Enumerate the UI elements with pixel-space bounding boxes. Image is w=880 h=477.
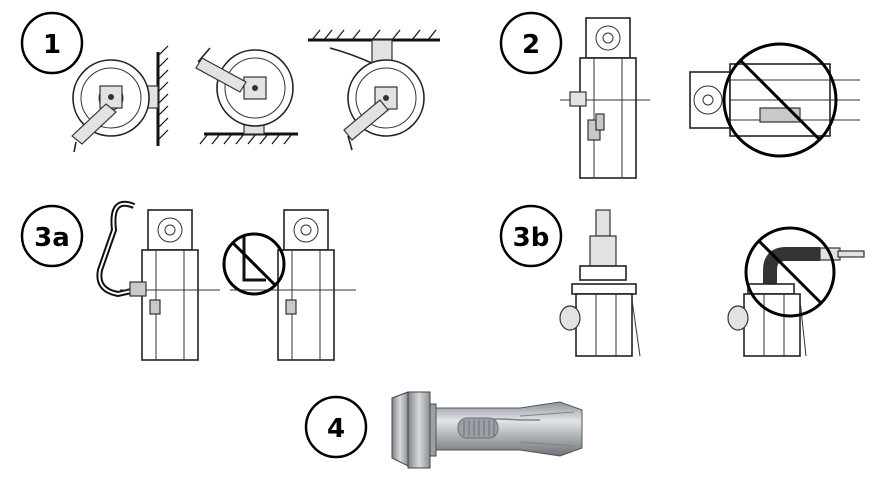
step-3a-panel: 3a [20,200,356,361]
prohibited-icon [222,232,286,296]
step-3b-panel: 3b [499,204,865,357]
anchor-bolt-icon [391,391,583,469]
step-badge: 3b [499,204,563,268]
step-badge: 1 [20,11,84,75]
hose-reel-icon [71,45,169,153]
step-4-label: 4 [327,414,345,444]
hose-reel-icon [559,209,641,357]
step-3a-label: 3a [34,223,70,253]
hose-reel-icon [560,17,650,179]
hose-reel-icon [727,247,865,357]
step-2-panel: 2 [499,11,860,179]
step-badge: 4 [304,395,368,459]
hose-reel-icon [308,29,440,151]
step-badge: 3a [20,204,84,268]
hose-reel-icon [195,47,298,145]
step-4-panel: 4 [304,391,583,469]
prohibited-icon [722,42,838,158]
step-2-label: 2 [522,30,540,60]
hose-reel-icon [120,209,220,361]
prohibited-icon [744,226,836,318]
step-3b-label: 3b [513,223,550,253]
step-1-label: 1 [43,30,61,60]
step-badge: 2 [499,11,563,75]
hose-reel-icon [230,209,356,361]
step-1-panel: 1 [20,11,440,153]
